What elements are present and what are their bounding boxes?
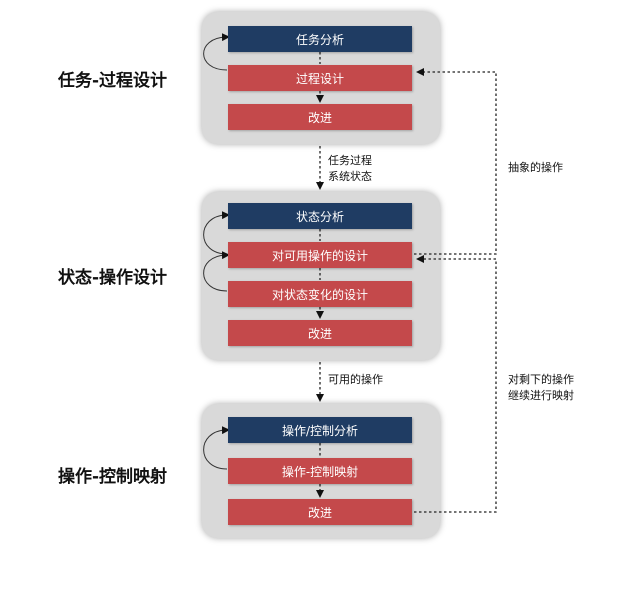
box-improve-3: 改进 <box>228 499 412 525</box>
loop-arrow-s2-a <box>203 211 230 255</box>
loop-arrow-s3 <box>203 426 230 470</box>
transition-note-line: 任务过程 <box>328 154 372 167</box>
box-process-design: 过程设计 <box>228 65 412 91</box>
feedback-note-line: 继续进行映射 <box>508 389 574 402</box>
transition-note-stage2-stage3: 可用的操作 <box>328 373 383 386</box>
transition-note-stage1-stage2: 任务过程 系统状态 <box>328 153 372 185</box>
box-operation-control-analysis: 操作/控制分析 <box>228 417 412 443</box>
loop-arrow-s1 <box>203 33 230 71</box>
box-state-analysis: 状态分析 <box>228 203 412 229</box>
feedback-note-line: 对剩下的操作 <box>508 373 574 386</box>
feedback-abstract-operations-line <box>414 68 497 255</box>
box-available-operations-design: 对可用操作的设计 <box>228 242 412 268</box>
feedback-note-abstract-operations: 抽象的操作 <box>508 161 563 174</box>
feedback-note-remaining-operations: 对剩下的操作 继续进行映射 <box>508 372 574 404</box>
box-improve-1: 改进 <box>228 104 412 130</box>
box-task-analysis: 任务分析 <box>228 26 412 52</box>
loop-arrow-s2-b <box>203 251 230 292</box>
transition-note-line: 系统状态 <box>328 170 372 183</box>
box-improve-2: 改进 <box>228 320 412 346</box>
stage-label-operation-control: 操作-控制映射 <box>58 467 168 487</box>
stage-label-task-process: 任务-过程设计 <box>58 71 168 91</box>
box-state-change-design: 对状态变化的设计 <box>228 281 412 307</box>
stage-label-state-operation: 状态-操作设计 <box>58 268 168 288</box>
feedback-remaining-operations-line <box>414 255 497 513</box>
box-operation-control-mapping: 操作-控制映射 <box>228 458 412 484</box>
